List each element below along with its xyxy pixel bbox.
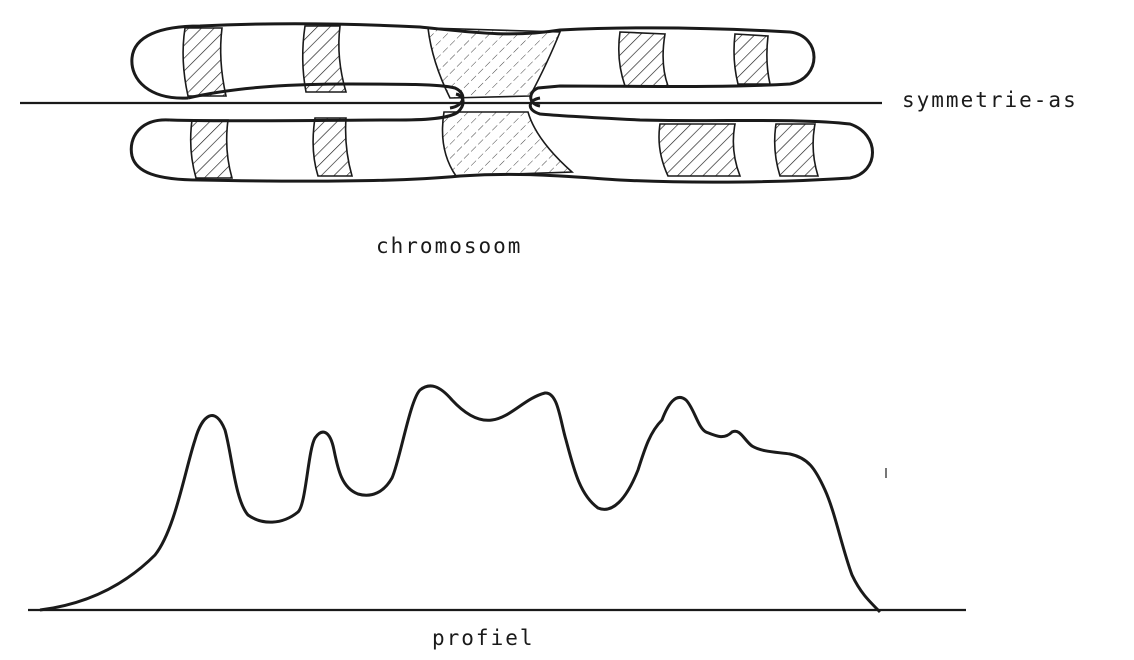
symmetry-axis-label: symmetrie-as — [902, 88, 1078, 112]
profile-label: profiel — [432, 626, 535, 650]
profile-graph — [28, 386, 966, 612]
lower-chromatid — [131, 94, 872, 182]
upper-chromatid — [132, 24, 814, 108]
profile-curve — [40, 386, 880, 612]
chromosome — [20, 24, 882, 182]
chromosome-label: chromosoom — [376, 234, 522, 258]
